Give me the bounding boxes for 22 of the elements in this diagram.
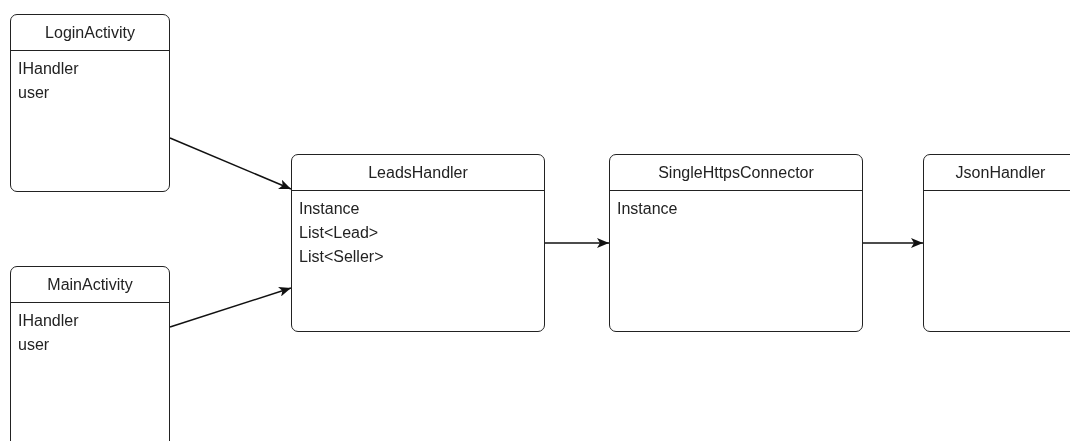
arrow xyxy=(862,238,924,248)
class-name: SingleHttpsConnector xyxy=(658,163,814,182)
class-box xyxy=(609,154,863,332)
class-name: MainActivity xyxy=(47,275,133,294)
attribute: List<Seller> xyxy=(299,247,384,267)
class-name: JsonHandler xyxy=(955,163,1046,182)
attribute: Instance xyxy=(617,199,678,219)
class-box xyxy=(10,266,170,441)
class-name: LeadsHandler xyxy=(368,163,468,182)
attribute: List<Lead> xyxy=(299,223,379,243)
arrow xyxy=(544,238,610,248)
attribute: Instance xyxy=(299,199,360,219)
attribute: user xyxy=(18,335,50,355)
attribute: IHandler xyxy=(18,311,79,331)
class-box xyxy=(10,14,170,192)
class-name: LoginActivity xyxy=(45,23,135,42)
arrow xyxy=(169,286,292,328)
class-box xyxy=(291,154,545,332)
arrow xyxy=(169,137,292,190)
class-box xyxy=(923,154,1070,332)
attribute: IHandler xyxy=(18,59,79,79)
attribute: user xyxy=(18,83,50,103)
